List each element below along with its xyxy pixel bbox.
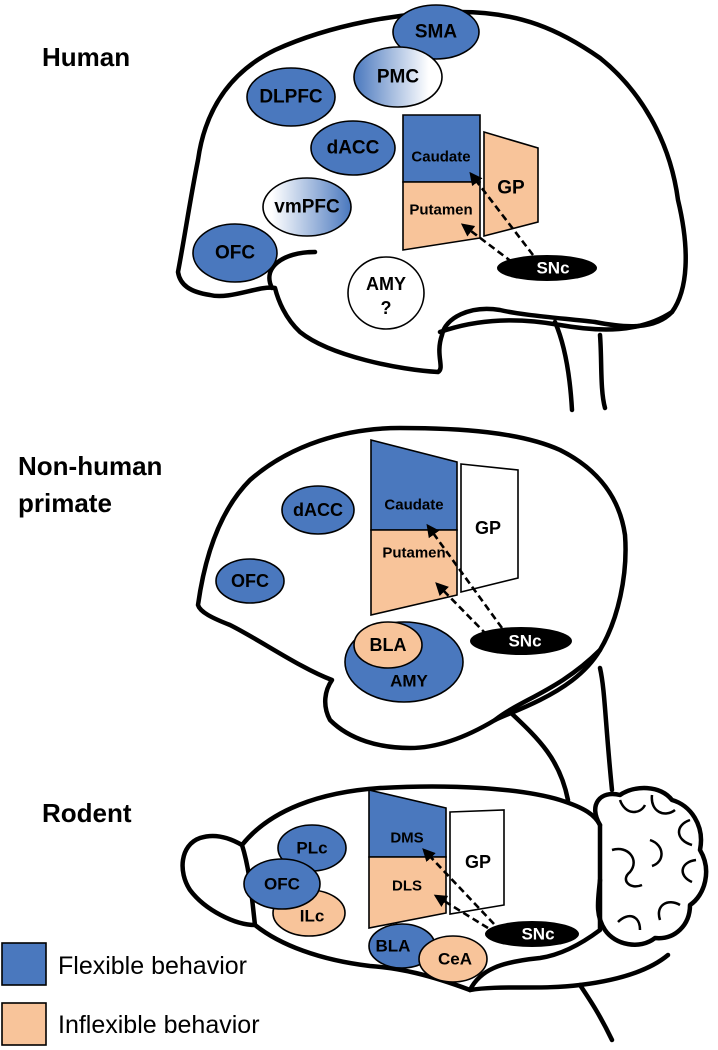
rodent-snc xyxy=(485,921,579,947)
human-amy-question: ? xyxy=(381,298,392,318)
rodent-snc-to-dms-arrow xyxy=(422,848,495,925)
human-dacc-label: dACC xyxy=(327,138,380,159)
human-dlpfc xyxy=(246,67,336,127)
primate-bla-label: BLA xyxy=(370,635,407,655)
rodent-ofc xyxy=(243,858,321,910)
human-cerebellum-line xyxy=(437,309,675,335)
legend: Flexible behavior Inflexible behavior xyxy=(1,942,260,1046)
human-gp-label: GP xyxy=(497,178,525,199)
rodent-brainstem-lower xyxy=(577,982,615,1043)
primate-dacc-label: dACC xyxy=(293,500,343,520)
human-caudate-label: Caudate xyxy=(411,149,470,166)
rodent-dms-label: DMS xyxy=(390,830,423,847)
rodent-bla-label: BLA xyxy=(376,937,411,956)
legend-inflexible-label: Inflexible behavior xyxy=(58,1011,260,1039)
legend-flexible-label: Flexible behavior xyxy=(58,952,247,980)
rodent-ofc-label: OFC xyxy=(264,875,300,894)
primate-snc-to-putamen-arrow xyxy=(435,582,488,636)
primate-panel: Non-human primate Caudate Putamen GP dAC… xyxy=(18,425,628,803)
rodent-brainstem-line xyxy=(467,952,671,993)
legend-inflexible-swatch xyxy=(1,1002,47,1046)
legend-flexible-swatch xyxy=(1,942,47,986)
primate-snc-label: SNc xyxy=(508,632,541,651)
primate-bla xyxy=(353,621,423,669)
human-vmpfc xyxy=(262,177,352,237)
human-dacc xyxy=(310,120,396,176)
primate-snc-to-caudate-arrow xyxy=(426,523,504,629)
primate-caudate-label: Caudate xyxy=(384,497,443,514)
rodent-panel: Rodent DMS DLS GP ILc PLc OFC BLA CeA SN… xyxy=(42,784,709,1043)
human-pmc xyxy=(353,46,443,108)
primate-brainstem xyxy=(507,665,615,803)
human-temporal-fold xyxy=(267,249,318,291)
human-ofc xyxy=(192,223,278,283)
primate-ofc-label: OFC xyxy=(231,571,269,591)
rodent-snc-to-dls-arrow xyxy=(433,894,489,930)
human-panel: Human Caudate Putamen GP SMA PMC DLPFC d… xyxy=(42,4,688,413)
human-snc xyxy=(497,255,597,281)
human-sma-label: SMA xyxy=(415,22,458,43)
primate-caudate xyxy=(370,438,458,531)
primate-dacc xyxy=(281,485,355,535)
rodent-brain-outline xyxy=(180,784,603,993)
human-sma xyxy=(392,4,480,60)
rodent-dls-label: DLS xyxy=(392,878,422,895)
rodent-dls xyxy=(368,856,447,929)
primate-amy-label: AMY xyxy=(390,672,428,691)
rodent-cea xyxy=(418,935,488,983)
primate-title-line1: Non-human xyxy=(18,451,162,481)
primate-gp-label: GP xyxy=(475,518,501,538)
human-ofc-label: OFC xyxy=(215,243,255,264)
rodent-gp-label: GP xyxy=(465,852,491,872)
rodent-cea-label: CeA xyxy=(438,950,472,969)
primate-title-line2: primate xyxy=(18,488,112,518)
rodent-dms xyxy=(368,788,447,858)
rodent-cerebellum xyxy=(593,785,709,947)
primate-cerebellum-line xyxy=(492,647,603,723)
rodent-snc-label: SNc xyxy=(521,925,554,944)
rodent-ilc-label: ILc xyxy=(300,907,325,926)
human-amy xyxy=(347,256,425,330)
rodent-title: Rodent xyxy=(42,798,132,828)
human-dlpfc-label: DLPFC xyxy=(259,87,323,108)
human-snc-to-caudate-arrow xyxy=(469,171,535,256)
human-brainstem xyxy=(552,319,608,413)
primate-putamen-label: Putamen xyxy=(382,545,445,562)
human-putamen-label: Putamen xyxy=(409,202,472,219)
primate-putamen xyxy=(370,529,458,617)
human-pmc-label: PMC xyxy=(377,67,420,88)
rodent-plc-label: PLc xyxy=(296,839,327,858)
primate-ofc xyxy=(215,558,285,604)
human-vmpfc-label: vmPFC xyxy=(274,197,340,218)
human-snc-label: SNc xyxy=(536,259,569,278)
rodent-gp xyxy=(449,809,505,915)
human-title: Human xyxy=(42,42,130,72)
primate-brain-outline xyxy=(195,425,628,751)
rodent-cerebellum-folia xyxy=(611,794,697,931)
primate-snc xyxy=(470,627,572,655)
primate-gp xyxy=(460,463,519,594)
human-amy-label: AMY xyxy=(366,274,406,294)
